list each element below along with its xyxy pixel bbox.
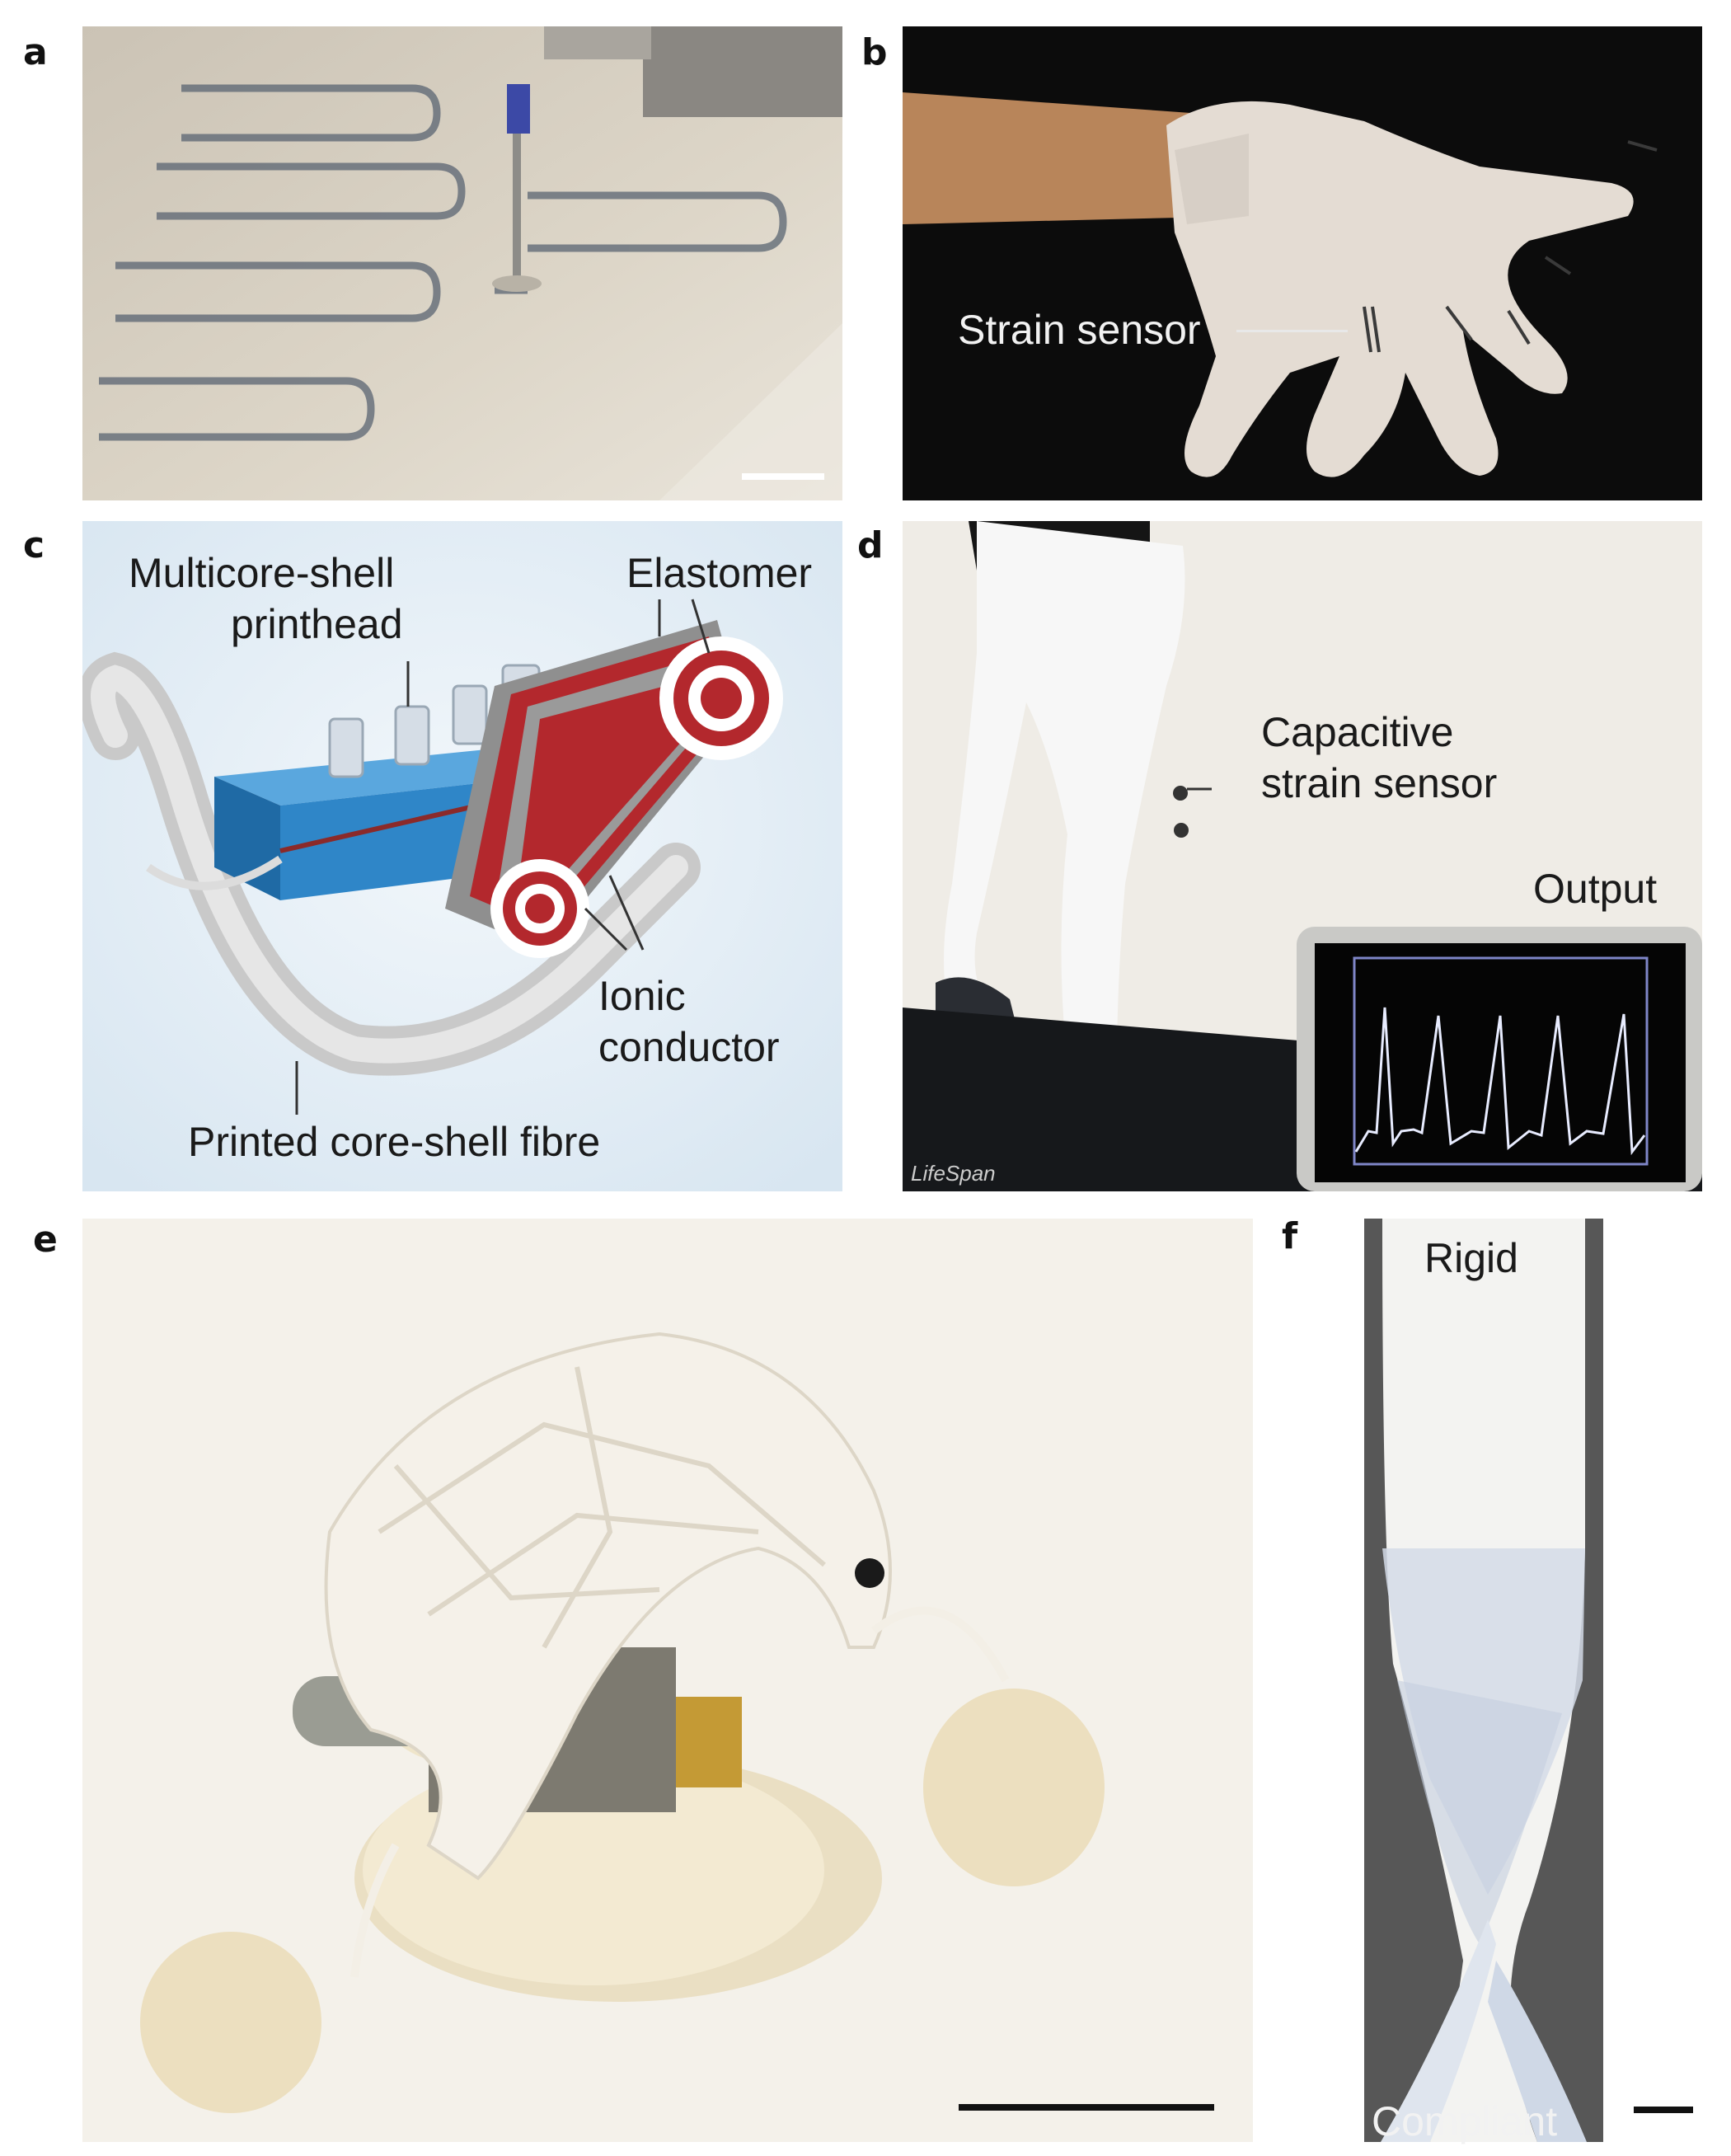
printhead-label-line1: Multicore-shell bbox=[129, 550, 395, 596]
strain-sensor-label: Strain sensor bbox=[958, 307, 1201, 353]
compliant-label: Compliant bbox=[1372, 2098, 1558, 2144]
rigid-label: Rigid bbox=[1424, 1235, 1518, 1281]
panel-label-d: d bbox=[857, 524, 884, 566]
panel-e-photo bbox=[82, 1219, 1253, 2142]
elastomer-label: Elastomer bbox=[626, 550, 813, 596]
scale-bar-f bbox=[1634, 2107, 1693, 2113]
panel-label-c: c bbox=[23, 524, 45, 566]
capacitive-sensor-label-line1: Capacitive bbox=[1261, 709, 1454, 755]
panel-label-b: b bbox=[861, 31, 888, 73]
scale-bar-a bbox=[742, 473, 824, 480]
ionic-conductor-label-line1: Ionic bbox=[598, 973, 686, 1019]
panel-a-photo bbox=[82, 26, 842, 500]
capacitive-sensor-label-line2: strain sensor bbox=[1261, 760, 1498, 806]
panel-b-photo bbox=[903, 26, 1702, 500]
panel-label-a: a bbox=[23, 31, 48, 73]
output-label: Output bbox=[1533, 866, 1658, 912]
printhead-label-line2: printhead bbox=[231, 601, 403, 647]
strain-sensor-leader bbox=[1236, 330, 1348, 332]
panel-label-e: e bbox=[33, 1219, 58, 1261]
panel-f-photo bbox=[1364, 1219, 1603, 2142]
panel-label-f: f bbox=[1282, 1215, 1298, 1257]
scale-bar-e bbox=[959, 2104, 1214, 2111]
panel-d-photo: LifeSpan bbox=[903, 521, 1702, 1191]
treadmill-brand: LifeSpan bbox=[911, 1161, 996, 1186]
fibre-label: Printed core-shell fibre bbox=[188, 1119, 601, 1165]
panel-c-illustration bbox=[82, 521, 842, 1191]
ionic-conductor-label-line2: conductor bbox=[598, 1024, 780, 1070]
